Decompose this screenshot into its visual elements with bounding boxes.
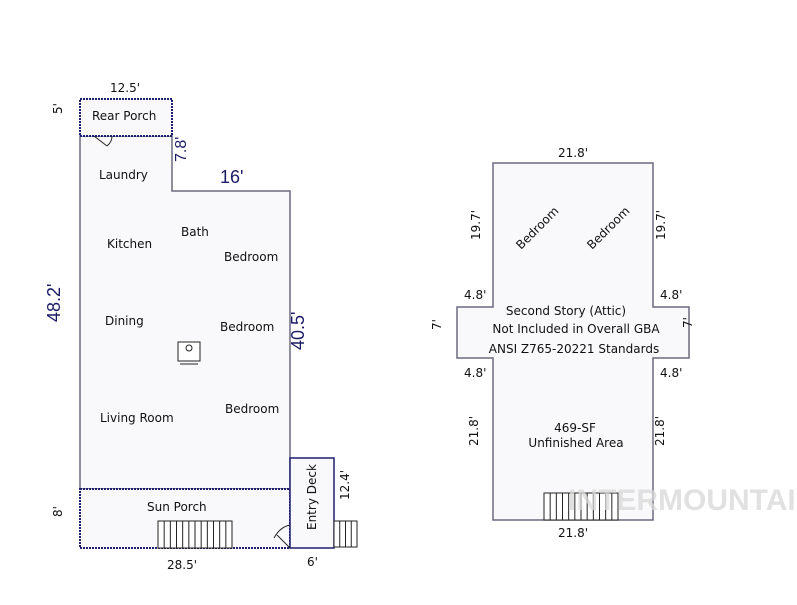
room-laundry: Laundry (99, 168, 148, 182)
dim-entry-deck-width: 6' (307, 555, 318, 569)
dim-left-length: 48.2' (44, 284, 64, 322)
watermark-logo: INTERMOUNTAIN (568, 484, 797, 517)
rear-door-icon (93, 135, 113, 147)
attic-stairs (543, 492, 619, 521)
dim-attic-right-upper: 19.7' (654, 210, 668, 240)
room-rear-porch: Rear Porch (92, 109, 156, 123)
dim-attic-top: 21.8' (558, 146, 588, 160)
dim-right-length: 40.5' (288, 312, 308, 350)
main-floor-outline (79, 135, 291, 490)
dim-attic-left-lower: 21.8' (467, 416, 481, 446)
room-dining: Dining (105, 314, 144, 328)
dim-attic-right-bump-bottom: 4.8' (660, 366, 682, 380)
dim-sun-porch-depth: 8' (51, 506, 65, 517)
attic-note-title: Second Story (Attic) (506, 304, 626, 318)
room-sun-porch: Sun Porch (147, 500, 207, 514)
dim-rear-porch-width: 12.5' (110, 81, 140, 95)
attic-note-standard: ANSI Z765-20221 Standards (489, 342, 659, 356)
room-kitchen: Kitchen (107, 237, 152, 251)
room-living-room: Living Room (100, 411, 174, 425)
sun-porch-stairs (157, 520, 233, 549)
entry-door-icon (273, 524, 291, 549)
dim-attic-left-bump-top: 4.8' (464, 288, 486, 302)
entry-deck-stairs (333, 520, 358, 548)
dim-attic-left-bump-bottom: 4.8' (464, 366, 486, 380)
room-bedroom: Bedroom (225, 402, 279, 416)
dim-attic-bottom: 21.8' (558, 526, 588, 540)
dim-attic-right-bump: 7' (681, 317, 695, 328)
dim-attic-right-lower: 21.8' (653, 416, 667, 446)
rear-porch (79, 98, 173, 137)
dim-attic-left-upper: 19.7' (469, 210, 483, 240)
entry-deck (289, 457, 335, 549)
dim-attic-left-bump: 7' (430, 319, 444, 330)
attic-area-sf: 469-SF (554, 421, 596, 435)
attic-note-gba: Not Included in Overall GBA (492, 322, 660, 336)
dim-entry-deck-length: 12.4' (338, 470, 352, 500)
dim-sun-porch-width: 28.5' (167, 558, 197, 572)
dim-notch-width: 16' (220, 167, 243, 187)
room-entry-deck: Entry Deck (305, 464, 319, 530)
dim-rear-porch-depth: 5' (51, 103, 65, 114)
attic-area-label: Unfinished Area (528, 436, 623, 450)
attic-outline (456, 162, 690, 521)
room-bedroom: Bedroom (220, 320, 274, 334)
room-bath: Bath (181, 225, 209, 239)
furnace-icon (177, 341, 201, 365)
room-bedroom: Bedroom (224, 250, 278, 264)
dim-notch-height: 7.8' (173, 137, 190, 162)
dim-attic-right-bump-top: 4.8' (660, 288, 682, 302)
